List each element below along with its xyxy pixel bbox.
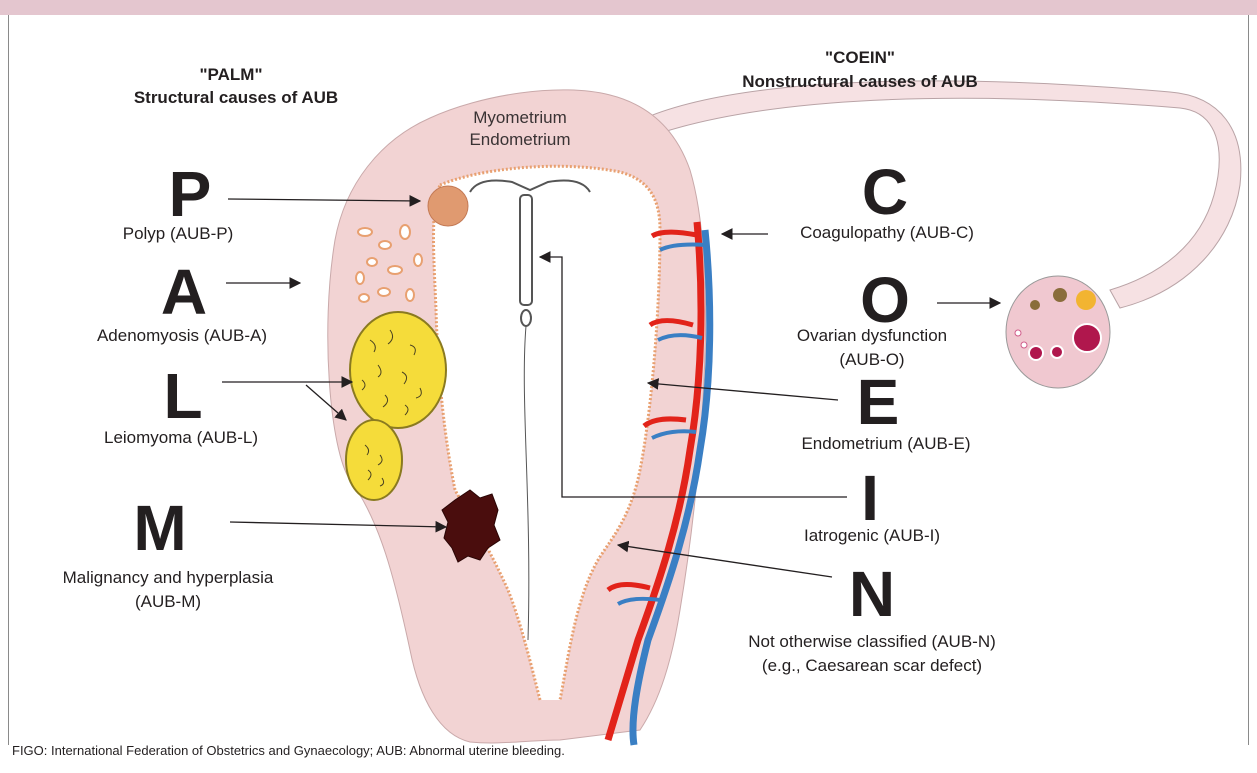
letter-a: A bbox=[161, 260, 207, 324]
fallopian-tube bbox=[640, 81, 1241, 308]
iatrogenic-label: Iatrogenic (AUB-I) bbox=[804, 524, 940, 547]
letter-l: L bbox=[163, 364, 202, 428]
malignancy-label-line1: Malignancy and hyperplasia bbox=[63, 566, 274, 589]
letter-p: P bbox=[169, 162, 212, 226]
endometrium-label: Endometrium bbox=[469, 128, 570, 151]
leiomyoma-label: Leiomyoma (AUB-L) bbox=[104, 426, 258, 449]
not-classified-label-line2: (e.g., Caesarean scar defect) bbox=[762, 654, 982, 677]
leiomyoma-large bbox=[350, 312, 446, 428]
letter-n: N bbox=[849, 562, 895, 626]
follicle bbox=[1051, 346, 1063, 358]
letter-m: M bbox=[133, 496, 186, 560]
myometrium-label: Myometrium bbox=[473, 106, 567, 129]
coein-subtitle: Nonstructural causes of AUB bbox=[742, 70, 978, 93]
corpus-luteum bbox=[1076, 290, 1096, 310]
endometrium-label-e: Endometrium (AUB-E) bbox=[801, 432, 970, 455]
letter-c: C bbox=[862, 160, 908, 224]
follicle-small bbox=[1021, 342, 1027, 348]
malignancy-label-line2: (AUB-M) bbox=[135, 590, 201, 613]
dominant-follicle bbox=[1073, 324, 1101, 352]
ovarian-label-line1: Ovarian dysfunction bbox=[797, 324, 947, 347]
corpus-albicans bbox=[1053, 288, 1067, 302]
figure-caption: FIGO: International Federation of Obstet… bbox=[12, 743, 565, 758]
palm-title: "PALM" bbox=[199, 63, 262, 86]
polyp-shape bbox=[428, 186, 468, 226]
corpus-albicans-small bbox=[1030, 300, 1040, 310]
follicle-small bbox=[1015, 330, 1021, 336]
coagulopathy-label: Coagulopathy (AUB-C) bbox=[800, 221, 974, 244]
not-classified-label-line1: Not otherwise classified (AUB-N) bbox=[748, 630, 996, 653]
letter-o: O bbox=[860, 268, 910, 332]
follicle bbox=[1029, 346, 1043, 360]
letter-i: I bbox=[861, 466, 879, 530]
coein-title: "COEIN" bbox=[825, 46, 895, 69]
leiomyoma-small bbox=[346, 420, 402, 500]
letter-e: E bbox=[857, 370, 900, 434]
polyp-label: Polyp (AUB-P) bbox=[123, 222, 234, 245]
palm-subtitle: Structural causes of AUB bbox=[134, 86, 338, 109]
adenomyosis-label: Adenomyosis (AUB-A) bbox=[97, 324, 267, 347]
